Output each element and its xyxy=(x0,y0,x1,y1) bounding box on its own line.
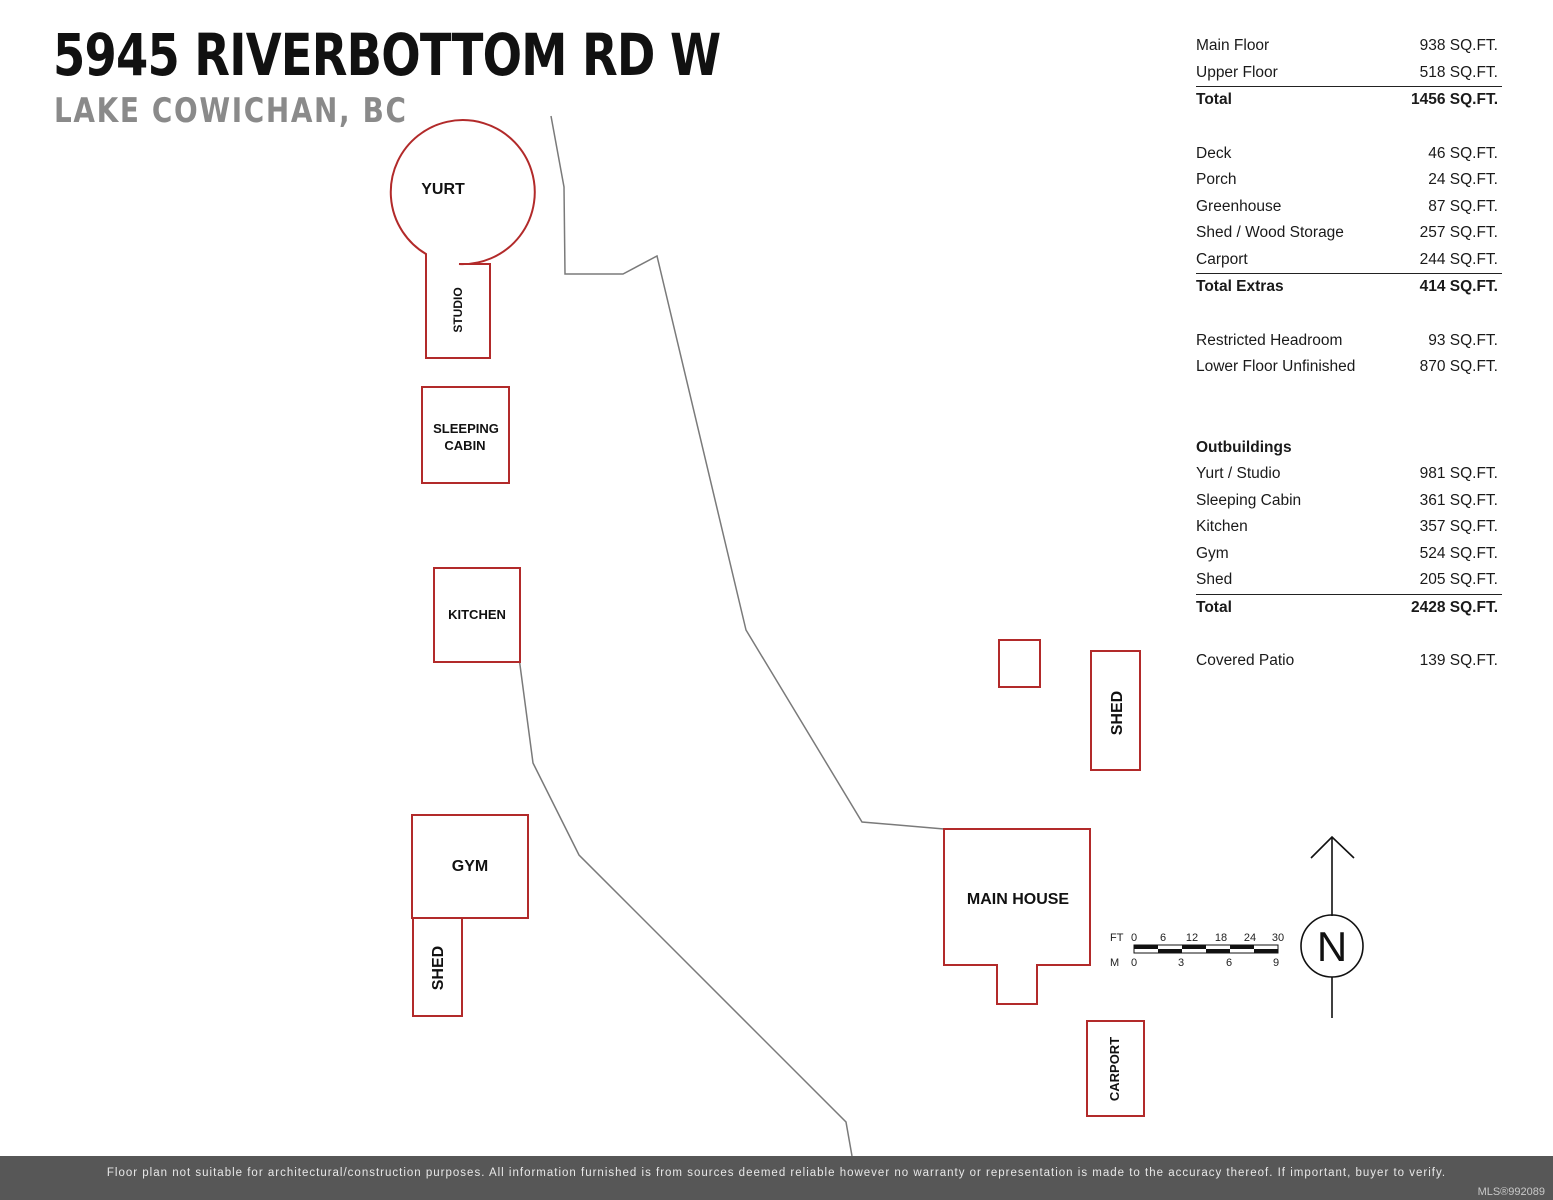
area-label: Total xyxy=(1196,91,1232,108)
sleeping-cabin-label-line1: SLEEPING xyxy=(433,421,499,436)
studio-label: STUDIO xyxy=(451,287,465,332)
gym-label: GYM xyxy=(452,858,488,875)
area-value: 257 SQ.FT. xyxy=(1419,224,1498,241)
yurt-label: YURT xyxy=(421,181,465,198)
address-title: 5945 RIVERBOTTOM RD W xyxy=(53,21,721,89)
extras-total-row: Total Extras 414 SQ.FT. xyxy=(1196,273,1502,301)
area-label: Total xyxy=(1196,598,1232,616)
area-summary-table: Main Floor 938 SQ.FT. Upper Floor 518 SQ.F… xyxy=(1196,33,1502,675)
section-heading: Outbuildings xyxy=(1196,438,1292,456)
disclaimer-text: Floor plan not suitable for architectura… xyxy=(106,1167,1447,1179)
area-value: 93 SQ.FT. xyxy=(1428,331,1498,349)
area-label: Yurt / Studio xyxy=(1196,465,1281,482)
area-row: Kitchen 357 SQ.FT. xyxy=(1196,514,1502,541)
area-label: Total Extras xyxy=(1196,278,1284,295)
area-row: Shed / Wood Storage 257 SQ.FT. xyxy=(1196,220,1502,247)
area-label: Kitchen xyxy=(1196,518,1248,535)
scale-ft-tick: 24 xyxy=(1244,932,1256,944)
east-shed-label: SHED xyxy=(1109,691,1126,735)
scale-m-label: M xyxy=(1110,957,1119,969)
area-value: 357 SQ.FT. xyxy=(1419,518,1498,535)
outbuildings-heading: Outbuildings xyxy=(1196,435,1502,462)
area-value: 205 SQ.FT. xyxy=(1419,571,1498,588)
scale-ft-tick: 0 xyxy=(1131,932,1137,944)
area-label: Restricted Headroom xyxy=(1196,331,1343,349)
area-value: 2428 SQ.FT. xyxy=(1410,598,1498,616)
area-label: Shed / Wood Storage xyxy=(1196,224,1344,241)
area-value: 414 SQ.FT. xyxy=(1419,278,1498,295)
area-row: Shed 205 SQ.FT. xyxy=(1196,567,1502,594)
area-row: Deck 46 SQ.FT. xyxy=(1196,141,1502,168)
gym-shed-outline xyxy=(412,917,463,1017)
area-label: Sleeping Cabin xyxy=(1196,491,1302,509)
path-line-south xyxy=(517,649,853,1156)
area-row: Greenhouse 87 SQ.FT. xyxy=(1196,194,1502,221)
area-label: Upper Floor xyxy=(1196,63,1278,81)
yurt-studio-outline xyxy=(389,119,536,359)
kitchen-label: KITCHEN xyxy=(448,607,506,622)
main-house-label: MAIN HOUSE xyxy=(967,891,1070,908)
footer-bar: Floor plan not suitable for architectura… xyxy=(0,1156,1553,1200)
scale-m-tick: 0 xyxy=(1131,957,1137,969)
area-row: Yurt / Studio 981 SQ.FT. xyxy=(1196,461,1502,488)
area-value: 870 SQ.FT. xyxy=(1419,358,1498,375)
area-value: 524 SQ.FT. xyxy=(1419,544,1498,562)
scale-ft-tick: 6 xyxy=(1160,932,1166,944)
area-row: Lower Floor Unfinished 870 SQ.FT. xyxy=(1196,354,1502,381)
area-label: Shed xyxy=(1196,571,1233,588)
carport-outline xyxy=(1086,1020,1145,1117)
area-value: 87 SQ.FT. xyxy=(1428,197,1498,215)
scale-ft-tick: 12 xyxy=(1186,932,1198,944)
area-label: Covered Patio xyxy=(1196,652,1295,669)
area-value: 361 SQ.FT. xyxy=(1419,491,1498,509)
area-label: Deck xyxy=(1196,144,1232,162)
area-value: 244 SQ.FT. xyxy=(1419,250,1498,268)
area-label: Lower Floor Unfinished xyxy=(1196,358,1356,375)
mls-number: MLS®992089 xyxy=(1477,1186,1545,1198)
area-label: Carport xyxy=(1196,250,1248,268)
scale-m-tick: 3 xyxy=(1178,957,1184,969)
path-line-north xyxy=(550,115,945,830)
house-total-row: Total 1456 SQ.FT. xyxy=(1196,86,1502,114)
sleeping-cabin-outline xyxy=(421,386,510,484)
area-row: Sleeping Cabin 361 SQ.FT. xyxy=(1196,488,1502,515)
scale-m-tick: 6 xyxy=(1226,957,1232,969)
scale-ft-tick: 30 xyxy=(1272,932,1284,944)
outbuildings-total-row: Total 2428 SQ.FT. xyxy=(1196,593,1502,622)
area-value: 1456 SQ.FT. xyxy=(1410,91,1498,108)
area-label: Main Floor xyxy=(1196,37,1270,54)
area-value: 46 SQ.FT. xyxy=(1428,144,1498,162)
area-value: 981 SQ.FT. xyxy=(1419,465,1498,482)
area-row: Porch 24 SQ.FT. xyxy=(1196,167,1502,194)
city-subtitle: LAKE COWICHAN, BC xyxy=(54,91,408,131)
north-letter: N xyxy=(1317,923,1347,970)
area-label: Porch xyxy=(1196,171,1237,188)
area-value: 24 SQ.FT. xyxy=(1428,171,1498,188)
sleeping-cabin-label-line2: CABIN xyxy=(444,438,485,453)
area-value: 938 SQ.FT. xyxy=(1419,37,1498,54)
area-row: Carport 244 SQ.FT. xyxy=(1196,247,1502,274)
small-outbuilding-outline xyxy=(998,639,1041,688)
area-row: Gym 524 SQ.FT. xyxy=(1196,541,1502,568)
gym-shed-label: SHED xyxy=(430,946,447,990)
scale-ft-label: FT xyxy=(1110,932,1124,944)
scale-m-tick: 9 xyxy=(1273,957,1279,969)
area-value: 139 SQ.FT. xyxy=(1419,652,1498,669)
area-row: Main Floor 938 SQ.FT. xyxy=(1196,33,1502,60)
main-house-outline xyxy=(943,828,1091,1005)
east-shed-outline xyxy=(1090,650,1141,771)
site-plan: YURT STUDIO SLEEPING CABIN KITCHEN GYM S… xyxy=(389,115,1364,1156)
area-value: 518 SQ.FT. xyxy=(1419,63,1498,81)
gym-outline xyxy=(411,814,529,919)
area-row: Upper Floor 518 SQ.FT. xyxy=(1196,60,1502,87)
kitchen-outline xyxy=(433,567,521,663)
carport-label: CARPORT xyxy=(1107,1037,1122,1101)
area-row: Covered Patio 139 SQ.FT. xyxy=(1196,648,1502,675)
north-arrow-icon xyxy=(1300,835,1364,1018)
area-label: Gym xyxy=(1196,544,1229,562)
area-row: Restricted Headroom 93 SQ.FT. xyxy=(1196,328,1502,355)
scale-ft-tick: 18 xyxy=(1215,932,1227,944)
scale-bar: FT M 0 6 12 18 24 30 0 3 6 9 xyxy=(1110,932,1284,969)
area-label: Greenhouse xyxy=(1196,197,1282,215)
